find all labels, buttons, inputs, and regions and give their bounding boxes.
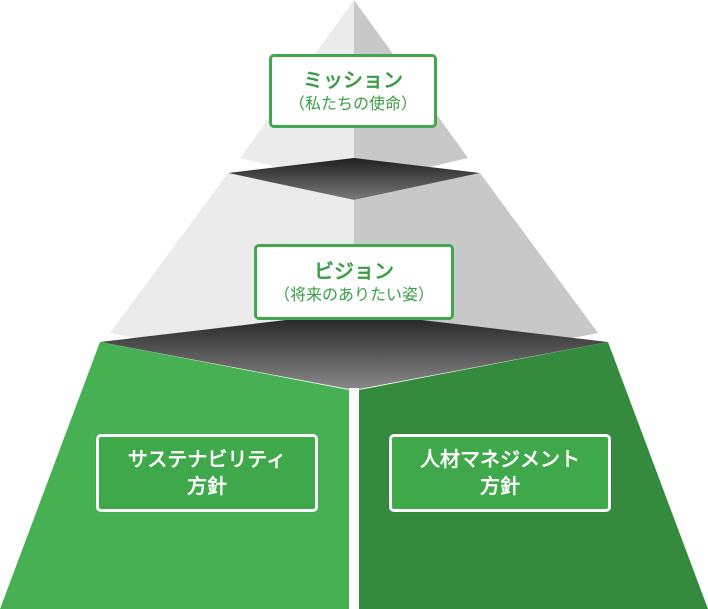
middle-gap — [100, 312, 608, 390]
sustainability-policy-box: サステナビリティ 方針 — [96, 434, 318, 512]
hr-management-policy-line1: 人材マネジメント — [420, 447, 580, 471]
vision-label-box: ビジョン （将来のありたい姿） — [254, 244, 454, 320]
mission-subtitle: （私たちの使命） — [288, 94, 417, 113]
mission-label-box: ミッション （私たちの使命） — [269, 54, 437, 128]
mission-title: ミッション — [303, 68, 403, 92]
vision-title: ビジョン — [314, 259, 394, 283]
top-gap — [228, 158, 480, 200]
hr-management-policy-line2: 方針 — [480, 474, 520, 498]
sustainability-policy-line2: 方針 — [187, 474, 227, 498]
bottom-divider — [349, 388, 359, 609]
hr-management-policy-box: 人材マネジメント 方針 — [389, 434, 611, 512]
sustainability-policy-line1: サステナビリティ — [127, 447, 287, 471]
vision-subtitle: （将来のありたい姿） — [273, 285, 434, 304]
